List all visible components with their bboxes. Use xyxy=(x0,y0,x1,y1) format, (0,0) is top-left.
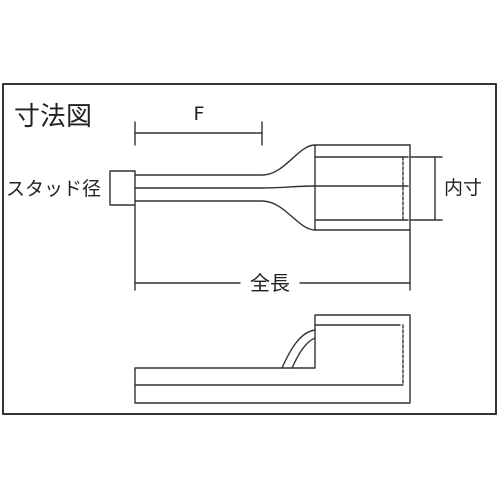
inner-size-label: 内寸 xyxy=(444,177,482,199)
f-label: F xyxy=(194,103,205,125)
diagram-frame xyxy=(2,83,497,415)
terminal-top-view xyxy=(109,144,411,231)
pin-upper-edge xyxy=(134,144,411,176)
diagram-title: 寸法図 xyxy=(14,102,92,132)
side-barrel-curve xyxy=(281,329,316,369)
terminal-side-view xyxy=(134,314,411,404)
side-barrel-curve-inner xyxy=(291,337,316,369)
total-length-label: 全長 xyxy=(250,271,290,295)
stud-ring xyxy=(109,170,136,206)
side-outline xyxy=(134,314,411,404)
stud-diameter-label: スタッド径 xyxy=(6,178,101,200)
pin-center-flare xyxy=(261,185,409,189)
f-dimension xyxy=(134,121,263,146)
total-length-dimension xyxy=(134,204,411,291)
inner-size-dimension xyxy=(409,156,443,221)
pin-lower-edge xyxy=(134,200,411,231)
